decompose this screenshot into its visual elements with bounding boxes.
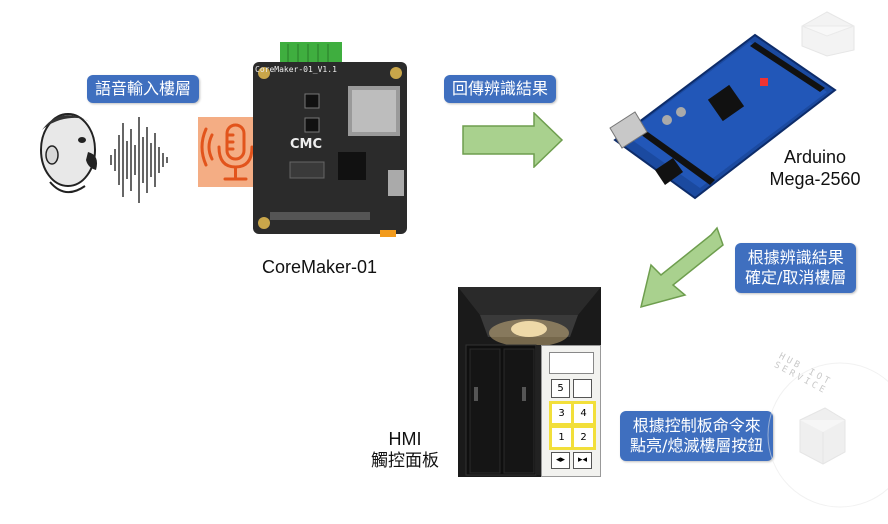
voice-input-floor-tag: 語音輸入樓層	[87, 75, 200, 103]
arduino-label: Arduino Mega-2560	[760, 146, 870, 190]
board-silkscreen-text: CoreMaker-01_V1.1	[255, 65, 337, 74]
sound-wave-graphic	[108, 115, 173, 205]
arrow-down-left-icon	[635, 225, 725, 310]
door-close-button-icon[interactable]: ▸◂	[573, 452, 592, 469]
coremaker-board-image: CoreMaker-01_V1.1 CMC	[250, 42, 410, 238]
hmi-label: HMI 觸控面板	[360, 428, 450, 472]
hmi-floor-button[interactable]: 5	[551, 379, 570, 398]
confirm-cancel-line1: 根據辨識結果	[747, 248, 844, 267]
person-shouting-illustration	[30, 100, 110, 205]
control-light-line1: 根據控制板命令來	[632, 416, 761, 435]
arduino-mega-board-image	[605, 20, 845, 210]
arduino-label-line2: Mega-2560	[769, 169, 861, 189]
control-light-line2: 點亮/熄滅樓層按鈕	[630, 436, 764, 455]
hmi-label-line1: HMI	[388, 429, 422, 449]
hmi-floor-button[interactable]	[573, 379, 592, 398]
hmi-keypad: 5 3 4 1 2 ◂▸ ▸◂	[541, 345, 601, 477]
hmi-floor-button[interactable]: 2	[571, 425, 596, 450]
return-result-tag: 回傳辨識結果	[444, 75, 557, 103]
hmi-floor-button[interactable]: 4	[571, 401, 596, 426]
control-light-buttons-tag: 根據控制板命令來 點亮/熄滅樓層按鈕	[620, 411, 774, 461]
hmi-display-screen	[549, 352, 594, 374]
coremaker-label: CoreMaker-01	[262, 257, 378, 277]
confirm-cancel-line2: 確定/取消樓層	[745, 268, 847, 287]
arrow-right-icon	[462, 111, 564, 169]
watermark-logo-icon	[792, 6, 862, 60]
arduino-label-line1: Arduino	[783, 147, 847, 167]
hmi-label-line2: 觸控面板	[371, 451, 439, 471]
board-logo-text: CMC	[290, 137, 323, 152]
watermark-seal-icon	[745, 340, 888, 520]
confirm-cancel-floor-tag: 根據辨識結果 確定/取消樓層	[735, 243, 857, 293]
door-open-button-icon[interactable]: ◂▸	[551, 452, 570, 469]
